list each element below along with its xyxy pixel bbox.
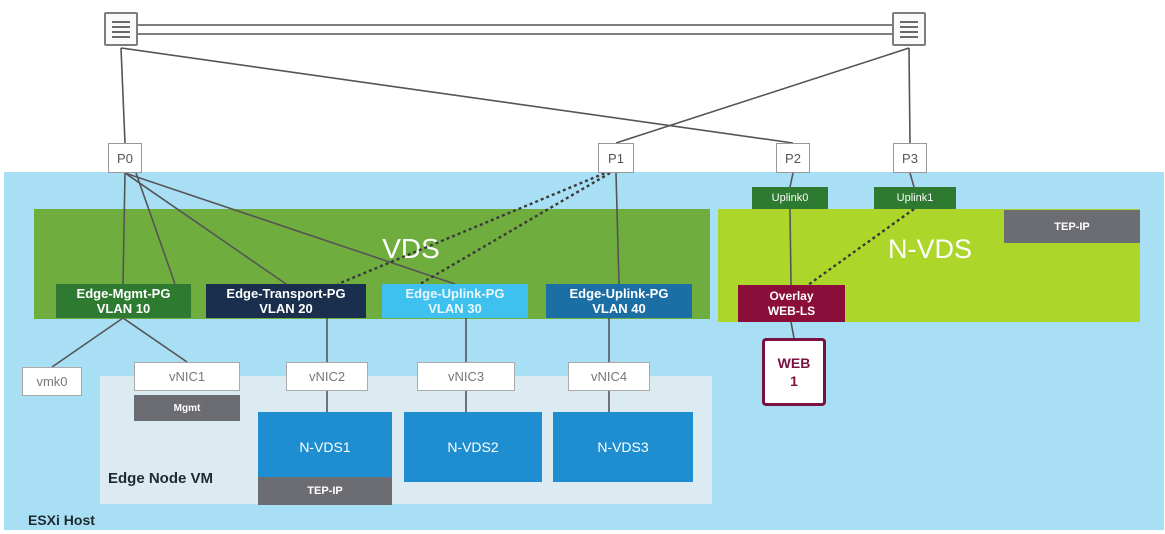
vnic4-box: vNIC4	[568, 362, 650, 391]
edge-transport-pg-vlan: VLAN 20	[259, 301, 313, 316]
sw1-to-p2	[120, 47, 794, 144]
web-line2: 1	[790, 373, 798, 389]
edge-uplink-pg-vlan30-vlan: VLAN 30	[428, 301, 482, 316]
edge-mgmt-pg: Edge-Mgmt-PG VLAN 10	[56, 284, 191, 318]
nvds-label: N-VDS	[887, 234, 972, 264]
top-switch-right	[892, 12, 926, 46]
overlay-web-ls: Overlay WEB-LS	[738, 285, 845, 322]
edge-mgmt-pg-name: Edge-Mgmt-PG	[76, 286, 171, 301]
vmk0-box: vmk0	[22, 367, 82, 396]
edge-uplink-pg-vlan40-vlan: VLAN 40	[592, 301, 646, 316]
edge-transport-pg-name: Edge-Transport-PG	[226, 286, 346, 301]
vnic3-box: vNIC3	[417, 362, 515, 391]
sw1-to-p0	[120, 47, 126, 144]
vnic1-box: vNIC1	[134, 362, 240, 391]
overlay-line2: WEB-LS	[767, 303, 816, 318]
overlay-line1: Overlay	[769, 288, 814, 303]
web-1-vm: WEB 1	[762, 338, 826, 406]
edge-uplink-pg-vlan30: Edge-Uplink-PG VLAN 30	[382, 284, 528, 318]
physical-port-p0: P0	[108, 143, 142, 173]
sw2-to-p3	[908, 47, 911, 144]
edge-uplink-pg-vlan30-name: Edge-Uplink-PG	[405, 286, 505, 301]
uplink1-tag: Uplink1	[874, 187, 956, 209]
physical-port-p1: P1	[598, 143, 634, 173]
vds-label: VDS	[382, 233, 440, 264]
web-line1: WEB	[777, 355, 811, 371]
mgmt-tag: Mgmt	[134, 395, 240, 421]
vnic2-box: vNIC2	[286, 362, 368, 391]
nvds1-box: N-VDS1	[258, 412, 392, 482]
uplink0-tag: Uplink0	[752, 187, 828, 209]
edge-node-vm-label: Edge Node VM	[108, 470, 214, 487]
edge-transport-pg: Edge-Transport-PG VLAN 20	[206, 284, 366, 318]
physical-port-p2: P2	[776, 143, 810, 173]
edge-mgmt-pg-vlan: VLAN 10	[96, 301, 151, 316]
esxi-host-label: ESXi Host	[28, 512, 95, 528]
nvds3-box: N-VDS3	[553, 412, 693, 482]
nvds1-tep-ip-tag: TEP-IP	[258, 477, 392, 505]
edge-uplink-pg-vlan40-name: Edge-Uplink-PG	[569, 286, 669, 301]
physical-port-p3: P3	[893, 143, 927, 173]
nvds-tep-ip-tag: TEP-IP	[1004, 210, 1140, 243]
nvds2-box: N-VDS2	[404, 412, 542, 482]
edge-uplink-pg-vlan40: Edge-Uplink-PG VLAN 40	[546, 284, 692, 318]
sw2-to-p1	[615, 47, 910, 144]
top-switch-left	[104, 12, 138, 46]
